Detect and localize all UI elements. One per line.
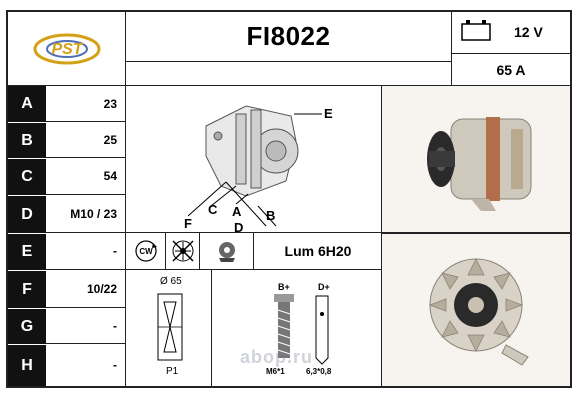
terminal-d-size: 6,3*0,8 (306, 367, 332, 376)
terminal-b-label: B+ (278, 282, 290, 292)
row-value-h: - (46, 344, 126, 386)
regulator-icon (218, 242, 235, 262)
title-subcell (126, 62, 452, 86)
amperage-cell: 65 A (452, 54, 570, 86)
pulley-diameter: Ø 65 (160, 276, 182, 287)
part-number-title: FI8022 (246, 21, 331, 51)
voltage-value: 12 V (514, 24, 543, 40)
diagram-label-f: F (184, 216, 192, 231)
terminal-d-label: D+ (318, 282, 330, 292)
spec-sheet: PST FI8022 12 V 65 A A 23 B 25 C 54 D M1… (6, 10, 572, 388)
row-value-b: 25 (46, 122, 126, 158)
rotation-label: CW (139, 247, 153, 256)
fan-cell (166, 233, 200, 269)
row-value-a: 23 (46, 86, 126, 122)
amperage-value: 65 A (496, 61, 526, 78)
alternator-side-photo (427, 117, 532, 211)
row-value-e: - (46, 233, 126, 270)
pulley-type: P1 (166, 366, 179, 377)
watermark-text: aboр.ru (240, 347, 313, 367)
regulator-reference: Lum 6H20 (284, 243, 352, 259)
dimension-diagram-cell: E F C A B D (126, 86, 382, 235)
terminals-cell: B+ D+ M6*1 6,3*0,8 (212, 270, 382, 386)
diagram-label-a: A (232, 204, 242, 219)
regulator-icon-cell (200, 233, 254, 269)
pulley-drawing (157, 293, 183, 361)
alternator-front-photo (428, 258, 529, 366)
product-photo-front (382, 233, 570, 386)
brand-logo-cell: PST (8, 12, 126, 86)
rotation-direction-icon: CW (134, 240, 157, 262)
alternator-dimension-diagram: E F C A B D (184, 105, 333, 235)
logo-text: PST (51, 41, 83, 58)
fan-crossed-icon (171, 240, 194, 262)
diagram-label-b: B (266, 208, 275, 223)
row-label-h: H (8, 344, 46, 386)
row-value-f: 10/22 (46, 270, 126, 308)
regulator-cell: Lum 6H20 (254, 233, 382, 269)
row-label-a: A (8, 86, 46, 122)
diagram-label-d: D (234, 220, 243, 232)
row-value-c: 54 (46, 158, 126, 195)
product-photo-side (382, 86, 570, 233)
terminals-drawing: B+ D+ M6*1 6,3*0,8 (266, 282, 332, 376)
row-label-g: G (8, 308, 46, 344)
row-label-d: D (8, 195, 46, 233)
battery-icon (461, 20, 491, 41)
diagram-label-c: C (208, 202, 218, 217)
brand-logo: PST (33, 33, 100, 64)
pulley-cell: Ø 65 P1 (126, 270, 212, 386)
row-label-e: E (8, 233, 46, 270)
row-label-b: B (8, 122, 46, 158)
terminal-b-size: M6*1 (266, 367, 285, 376)
title-cell: FI8022 (126, 12, 452, 62)
rotation-cell: CW (126, 233, 166, 269)
row-value-g: - (46, 308, 126, 344)
voltage-cell: 12 V (452, 12, 570, 54)
diagram-label-e: E (324, 106, 333, 121)
icons-row: CW Lum 6H20 (126, 233, 382, 270)
row-label-f: F (8, 270, 46, 308)
row-label-c: C (8, 158, 46, 195)
row-value-d: M10 / 23 (46, 195, 126, 233)
